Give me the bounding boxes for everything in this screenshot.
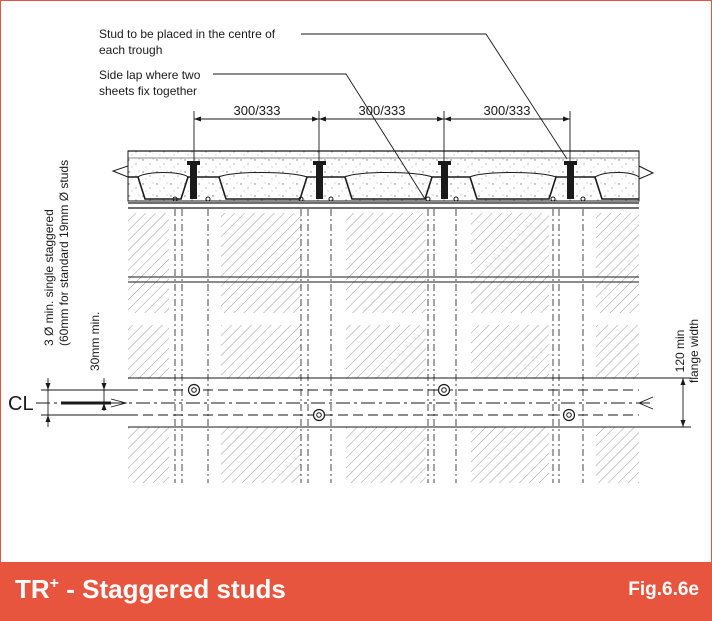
flange-label-line2: flange width — [687, 319, 701, 383]
stud-note-line2: each trough — [99, 43, 162, 57]
plan-horizontal-lines — [36, 276, 653, 428]
hatched-flange-columns — [128, 213, 639, 483]
stud-note-line1: Stud to be placed in the centre of — [99, 27, 276, 41]
flange-width-dimension — [637, 377, 691, 428]
lap-note-line1: Side lap where two — [99, 68, 201, 82]
centreline-symbol: CL — [8, 393, 34, 415]
spacing-label-3: 300/333 — [484, 103, 531, 118]
stagger-label-line1: 3 Ø min. single staggered — [42, 209, 56, 346]
shear-studs-section — [172, 161, 586, 202]
title-suffix: - Staggered studs — [59, 574, 286, 604]
stagger-label-line2: (60mm for standard 19mm Ø studs — [57, 160, 71, 346]
spacing-label-2: 300/333 — [359, 103, 406, 118]
title-prefix: TR — [15, 574, 50, 604]
figure-reference: Fig.6.6e — [628, 579, 699, 600]
technical-drawing: 300/333 300/333 300/333 Stud to be place… — [8, 27, 701, 483]
trough-boundary-lines — [174, 209, 584, 483]
spacing-dimension — [193, 111, 571, 161]
title-superscript: + — [49, 575, 60, 592]
figure-title: TR+ - Staggered studs — [15, 574, 286, 605]
lap-note-line2: sheets fix together — [99, 84, 197, 98]
flange-label-line1: 120 min — [673, 330, 687, 373]
footer-bar: TR+ - Staggered studs Fig.6.6e — [1, 562, 711, 620]
edge-min-label: 30mm min. — [88, 312, 102, 371]
leader-lines — [213, 33, 568, 200]
spacing-label-1: 300/333 — [234, 103, 281, 118]
staggered-studs-plan — [187, 383, 576, 422]
deck-slab-section — [111, 150, 655, 209]
left-dimension-marks — [41, 378, 128, 427]
